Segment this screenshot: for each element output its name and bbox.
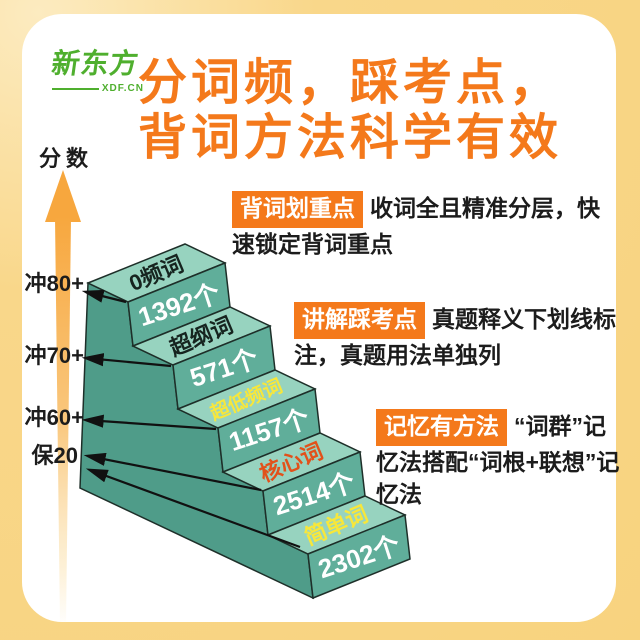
title-line-2: 背词方法科学有效 bbox=[137, 110, 562, 165]
callout-text: “词群”记忆法搭配“词根+联想”记忆法 bbox=[376, 413, 620, 508]
step-5: 简单词 2302个 bbox=[266, 495, 411, 600]
step-2: 超纲词 571个 bbox=[131, 306, 276, 411]
tick-pointer-arrows bbox=[81, 289, 301, 549]
step-riser-face bbox=[307, 513, 411, 600]
logo-site: XDF.CN bbox=[101, 83, 144, 94]
callout-badge: 背词划重点 bbox=[232, 191, 363, 228]
score-axis-arrow bbox=[45, 170, 81, 626]
title-line-1: 分词频，踩考点， bbox=[137, 56, 562, 110]
pointer-arrow-base bbox=[85, 468, 301, 549]
axis-ticks: 冲80+ 冲70+ 冲60+ 保20 bbox=[25, 271, 84, 468]
tick-60: 冲60+ bbox=[25, 405, 84, 430]
callout-exam-points: 讲解踩考点真题释义下划线标注，真题用法单独列 bbox=[294, 302, 626, 371]
pointer-arrow-70 bbox=[81, 353, 172, 368]
callout-text: 真题释义下划线标注，真题用法单独列 bbox=[294, 306, 616, 368]
callout-word-selection: 背词划重点收词全且精准分层，快速锁定背词重点 bbox=[232, 191, 616, 260]
callout-badge: 讲解踩考点 bbox=[294, 302, 425, 339]
step-4: 核心词 2514个 bbox=[221, 432, 366, 537]
step-1: 0频词 1392个 bbox=[86, 243, 231, 348]
step-3: 超低频词 1157个 bbox=[176, 369, 321, 474]
axis-shaft bbox=[55, 218, 71, 626]
pointer-arrow-80 bbox=[81, 289, 127, 304]
tick-80: 冲80+ bbox=[25, 271, 84, 296]
tick-20: 保20 bbox=[31, 443, 78, 468]
pointer-arrow-60 bbox=[81, 414, 217, 431]
xdf-logo: 新东方 XDF.CN bbox=[50, 42, 144, 94]
callout-badge: 记忆有方法 bbox=[376, 409, 507, 446]
axis-arrowhead bbox=[45, 170, 81, 222]
pointer-arrow-20 bbox=[83, 452, 262, 492]
logo-underline bbox=[52, 87, 99, 90]
callout-memory-method: 记忆有方法“词群”记忆法搭配“词根+联想”记忆法 bbox=[376, 409, 620, 511]
callout-text: 收词全且精准分层，快速锁定背词重点 bbox=[232, 195, 600, 257]
axis-label: 分数 bbox=[39, 146, 93, 171]
page-title: 分词频，踩考点， 背词方法科学有效 bbox=[88, 56, 612, 166]
tick-70: 冲70+ bbox=[25, 343, 84, 368]
